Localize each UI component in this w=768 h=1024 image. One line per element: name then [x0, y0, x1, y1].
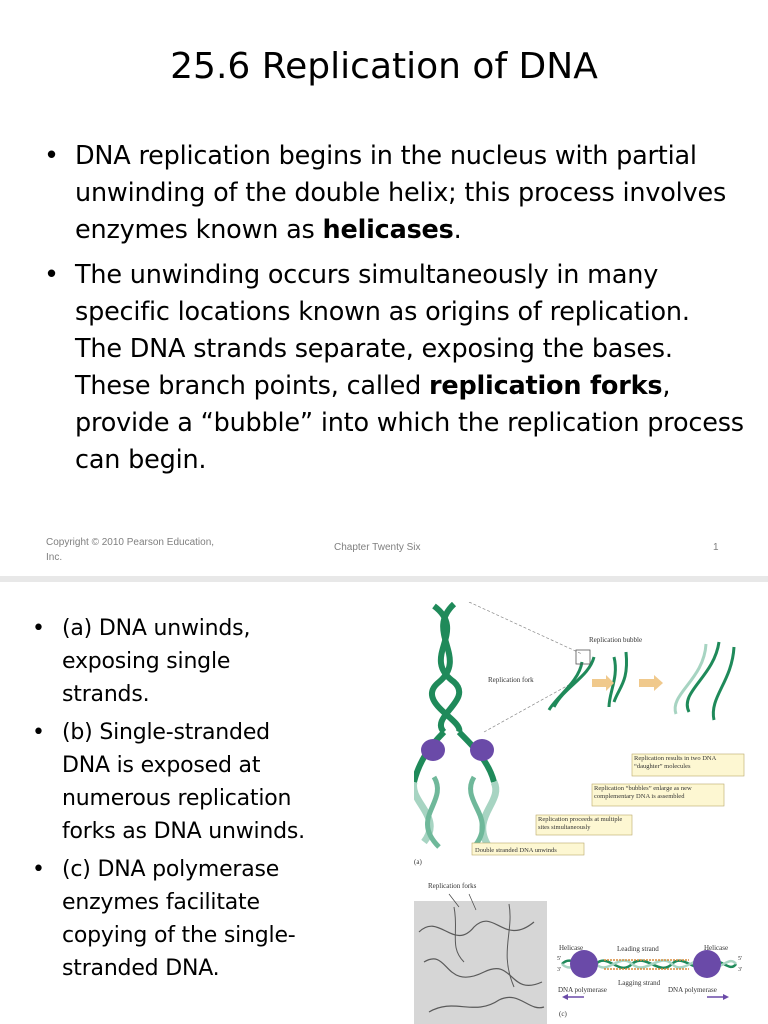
bullet-text: (b) Single-stranded DNA is exposed at nu… [62, 720, 305, 844]
bullet-text: (a) DNA unwinds, exposing single strands… [62, 616, 251, 707]
bullet-text-end: . [453, 215, 462, 245]
bullet-dot-icon: • [32, 616, 45, 641]
label-polymerase-left: DNA polymerase [558, 986, 607, 994]
bullet-dot-icon: • [44, 260, 59, 290]
slide-2-bullet-list: • (a) DNA unwinds, exposing single strand… [32, 612, 322, 990]
bullet-dot-icon: • [32, 857, 45, 882]
bullet-text: The unwinding occurs simultaneously in m… [75, 260, 690, 401]
label-3prime-left: 3' [557, 967, 561, 973]
electron-micrograph-image [414, 893, 547, 1024]
label-replication-forks: Replication forks [428, 882, 477, 890]
helicase-blob-icon [470, 739, 494, 761]
label-leading-strand: Leading strand [617, 945, 659, 953]
bullet-text-end: , provide a “bubble” into which the repl… [75, 371, 744, 475]
bullet-item: • (a) DNA unwinds, exposing single strand… [32, 612, 322, 711]
slide-2: • (a) DNA unwinds, exposing single strand… [0, 582, 768, 1024]
slide-title: 25.6 Replication of DNA [170, 46, 598, 87]
footer-page-number: 1 [713, 542, 719, 553]
stage-arrow-icon [592, 675, 614, 691]
footer-chapter: Chapter Twenty Six [334, 542, 421, 553]
label-helicase-right: Helicase [704, 944, 728, 952]
slide-1-bullet-list: • DNA replication begins in the nucleus w… [44, 138, 744, 487]
helicase-left-icon [570, 950, 598, 978]
term-replication-forks: replication forks [428, 371, 663, 401]
slide-divider [0, 576, 768, 582]
bullet-item: • (c) DNA polymerase enzymes facilitate c… [32, 853, 322, 985]
bullet-text: (c) DNA polymerase enzymes facilitate co… [62, 857, 296, 981]
label-replication-bubble: Replication bubble [589, 636, 642, 644]
note-multiple-sites: Replication proceeds at multiple sites s… [538, 816, 623, 831]
arrow-right-icon [723, 994, 729, 1000]
label-5prime-right: 5' [738, 956, 742, 962]
label-5prime-left: 5' [557, 956, 561, 962]
arrow-left-icon [562, 994, 568, 1000]
replication-bubble-stages [547, 641, 736, 721]
bullet-text: DNA replication begins in the nucleus wi… [75, 141, 727, 245]
stage-arrow-icon [639, 675, 663, 691]
bullet-item: • The unwinding occurs simultaneously in … [44, 257, 744, 479]
panel-label-a: (a) [414, 858, 422, 866]
note-bubbles-enlarge: Replication “bubbles” enlarge as new com… [594, 785, 692, 800]
bullet-item: • (b) Single-stranded DNA is exposed at n… [32, 716, 322, 848]
helicase-blob-icon [421, 739, 445, 761]
label-replication-fork: Replication fork [488, 676, 534, 684]
helicase-right-icon [693, 950, 721, 978]
label-helicase-left: Helicase [559, 944, 583, 952]
label-3prime-right: 3' [738, 967, 742, 973]
bullet-dot-icon: • [44, 141, 59, 171]
label-polymerase-right: DNA polymerase [668, 986, 717, 994]
dna-replication-figure: Replication fork Replication bubble Repl… [414, 602, 745, 1024]
note-results: Replication results in two DNA “daughter… [634, 755, 716, 770]
panel-label-c: (c) [559, 1010, 567, 1018]
label-lagging-strand: Lagging strand [618, 979, 661, 987]
double-helix-illustration [414, 602, 583, 849]
note-unwinds: Double stranded DNA unwinds [475, 847, 557, 854]
polymerase-diagram [561, 950, 738, 1000]
footer-copyright: Copyright © 2010 Pearson Education, Inc. [46, 537, 215, 563]
bullet-item: • DNA replication begins in the nucleus w… [44, 138, 744, 249]
slide-1: 25.6 Replication of DNA • DNA replication… [44, 46, 745, 563]
term-helicases: helicases [322, 215, 454, 245]
bullet-dot-icon: • [32, 720, 45, 745]
